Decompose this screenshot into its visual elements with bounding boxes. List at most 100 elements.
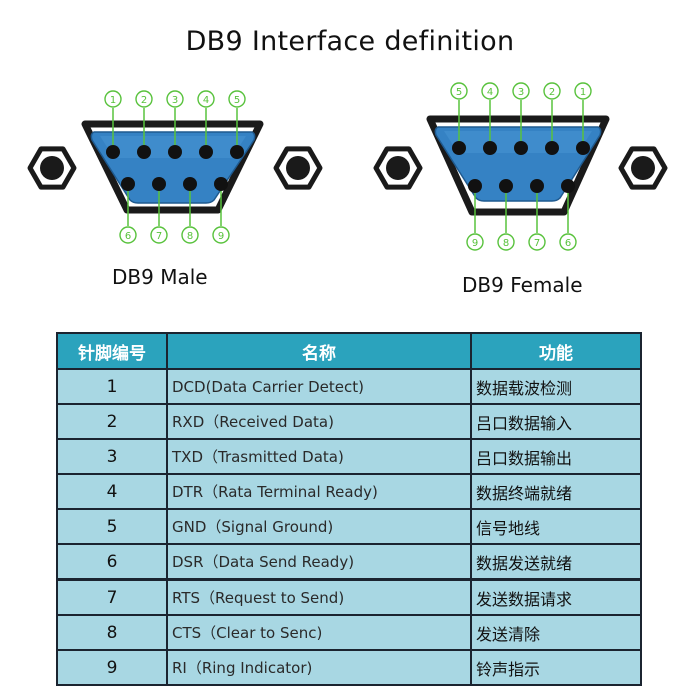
pin-number-label: 1	[110, 95, 116, 106]
pin-number-label: 5	[234, 95, 240, 106]
table-row: 2 RXD（Received Data) 吕口数据输入	[56, 403, 642, 440]
table-row: 4 DTR（Rata Terminal Ready) 数据终端就绪	[56, 473, 642, 510]
function-cell: 数据发送就绪	[470, 543, 642, 581]
female-connector-label: DB9 Female	[462, 273, 583, 297]
pin-marker-icon	[150, 226, 168, 244]
pin-marker-icon	[181, 226, 199, 244]
screw-hole-icon	[386, 156, 410, 180]
pin-number-label: 8	[503, 238, 509, 249]
pin-number-label: 6	[565, 238, 571, 249]
screw-hole-icon	[631, 156, 655, 180]
pin-dot	[121, 177, 135, 191]
pin-marker-icon	[166, 90, 184, 108]
pin-dot	[576, 141, 590, 155]
pin-number-cell: 2	[56, 403, 168, 440]
function-cell: 铃声指示	[470, 649, 642, 686]
db9-female-connector: 5 4 3 2 1 9 8 7 6	[373, 82, 668, 251]
male-connector-label: DB9 Male	[112, 265, 208, 289]
pin-number-label: 4	[203, 95, 209, 106]
pin-number-label: 8	[187, 231, 193, 242]
pin-number-label: 9	[218, 231, 224, 242]
signal-name-cell: GND（Signal Ground)	[166, 508, 472, 545]
pin-number-label: 1	[580, 87, 586, 98]
table-row: 6 DSR（Data Send Ready) 数据发送就绪	[56, 543, 642, 581]
header-function: 功能	[470, 332, 642, 370]
pin-dot	[152, 177, 166, 191]
signal-name-cell: TXD（Trasmitted Data)	[166, 438, 472, 475]
pin-marker-icon	[512, 82, 530, 100]
table-row: 8 CTS（Clear to Senc) 发送清除	[56, 614, 642, 651]
pin-marker-icon	[135, 90, 153, 108]
pin-marker-icon	[481, 82, 499, 100]
pin-number-label: 3	[518, 87, 524, 98]
signal-name-cell: DSR（Data Send Ready)	[166, 543, 472, 581]
function-cell: 数据载波检测	[470, 368, 642, 405]
function-cell: 吕口数据输入	[470, 403, 642, 440]
table-header-row: 针脚编号 名称 功能	[56, 332, 642, 370]
table-row: 9 RI（Ring Indicator) 铃声指示	[56, 649, 642, 686]
pin-number-cell: 1	[56, 368, 168, 405]
pin-number-cell: 8	[56, 614, 168, 651]
pin-number-label: 3	[172, 95, 178, 106]
pin-number-cell: 6	[56, 543, 168, 581]
pin-dot	[214, 177, 228, 191]
function-cell: 信号地线	[470, 508, 642, 545]
function-cell: 吕口数据输出	[470, 438, 642, 475]
pin-number-cell: 3	[56, 438, 168, 475]
screw-hole-icon	[286, 156, 310, 180]
pin-dot	[168, 145, 182, 159]
pin-number-cell: 5	[56, 508, 168, 545]
pin-dot	[468, 179, 482, 193]
signal-name-cell: DCD(Data Carrier Detect)	[166, 368, 472, 405]
table-row: 5 GND（Signal Ground) 信号地线	[56, 508, 642, 545]
pin-dot	[530, 179, 544, 193]
connector-diagram: 1 2 3 4 5 6 7 8 9 5 4 3 2 1 9 8 7 6	[27, 82, 668, 251]
pin-marker-icon	[559, 233, 577, 251]
signal-name-cell: RI（Ring Indicator)	[166, 649, 472, 686]
pin-dot	[106, 145, 120, 159]
pin-number-cell: 7	[56, 578, 168, 616]
table-row: 3 TXD（Trasmitted Data) 吕口数据输出	[56, 438, 642, 475]
pin-marker-icon	[212, 226, 230, 244]
function-cell: 发送清除	[470, 614, 642, 651]
pin-marker-icon	[497, 233, 515, 251]
pin-marker-icon	[450, 82, 468, 100]
signal-name-cell: RTS（Request to Send)	[166, 578, 472, 616]
pin-marker-icon	[197, 90, 215, 108]
pin-marker-icon	[574, 82, 592, 100]
pin-marker-icon	[228, 90, 246, 108]
pin-dot	[499, 179, 513, 193]
header-name: 名称	[166, 332, 472, 370]
pin-definition-table: 针脚编号 名称 功能 1 DCD(Data Carrier Detect) 数据…	[56, 332, 642, 686]
signal-name-cell: RXD（Received Data)	[166, 403, 472, 440]
signal-name-cell: CTS（Clear to Senc)	[166, 614, 472, 651]
page-title: DB9 Interface definition	[185, 26, 515, 57]
function-cell: 数据终端就绪	[470, 473, 642, 510]
pin-number-label: 7	[534, 238, 540, 249]
pin-dot	[514, 141, 528, 155]
header-pin-number: 针脚编号	[56, 332, 168, 370]
pin-number-label: 4	[487, 87, 493, 98]
pin-dot	[561, 179, 575, 193]
pin-dot	[452, 141, 466, 155]
pin-number-label: 6	[125, 231, 131, 242]
pin-number-label: 5	[456, 87, 462, 98]
pin-dot	[137, 145, 151, 159]
pin-dot	[483, 141, 497, 155]
table-row: 1 DCD(Data Carrier Detect) 数据载波检测	[56, 368, 642, 405]
function-cell: 发送数据请求	[470, 578, 642, 616]
pin-marker-icon	[119, 226, 137, 244]
pin-number-label: 9	[472, 238, 478, 249]
pin-number-cell: 4	[56, 473, 168, 510]
pin-marker-icon	[104, 90, 122, 108]
pin-dot	[230, 145, 244, 159]
pin-number-cell: 9	[56, 649, 168, 686]
pin-marker-icon	[543, 82, 561, 100]
pin-dot	[545, 141, 559, 155]
pin-marker-icon	[466, 233, 484, 251]
pin-number-label: 2	[549, 87, 555, 98]
pin-dot	[183, 177, 197, 191]
signal-name-cell: DTR（Rata Terminal Ready)	[166, 473, 472, 510]
pin-marker-icon	[528, 233, 546, 251]
